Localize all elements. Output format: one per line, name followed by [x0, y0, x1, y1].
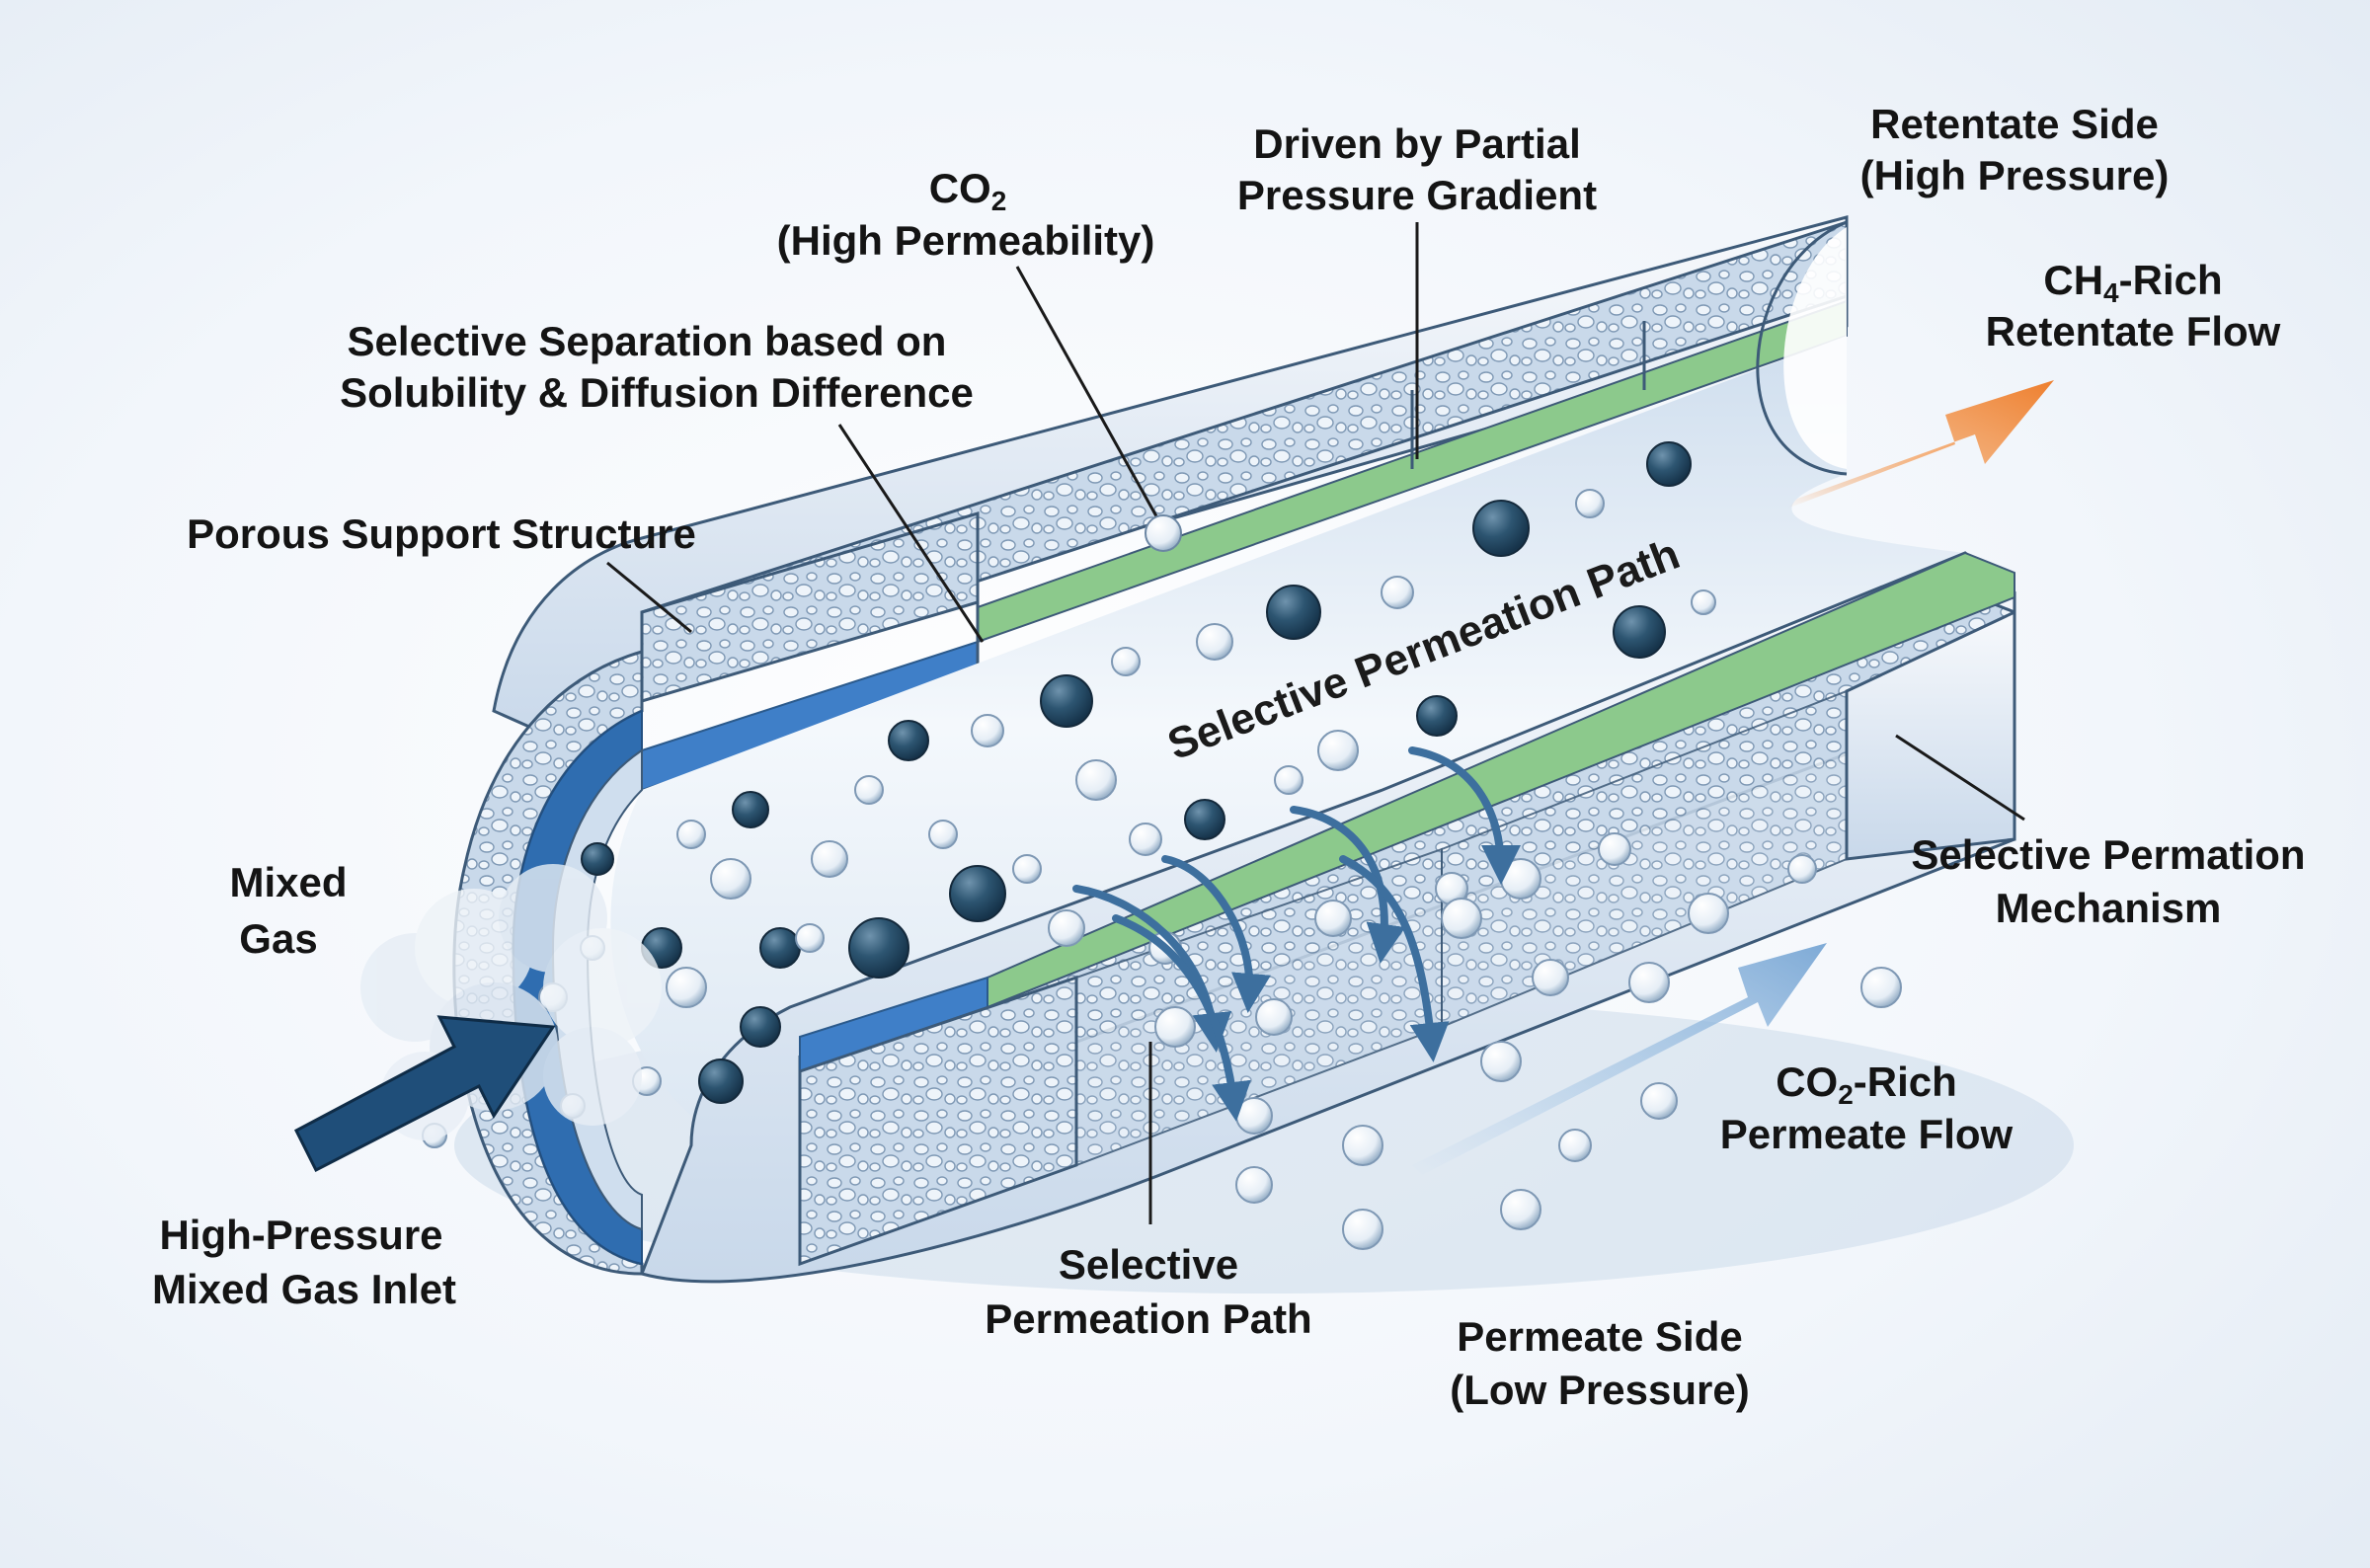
co2-molecule	[1196, 623, 1233, 661]
ch4-molecule	[698, 1058, 744, 1104]
co2-molecule-callout	[1145, 514, 1182, 552]
leader-lines	[606, 222, 2025, 1224]
ch4-molecule	[581, 842, 614, 876]
ch4-molecule	[1040, 674, 1093, 728]
co2-molecule	[928, 820, 958, 849]
co2-molecule	[1235, 1097, 1273, 1135]
co2-label: CO2	[929, 165, 1007, 216]
driven-label-2: Pressure Gradient	[1237, 172, 1597, 218]
ch4-molecule	[1646, 441, 1692, 487]
sel-path-1: Selective	[1059, 1241, 1238, 1288]
co2-molecule	[811, 840, 848, 878]
ch4-molecule	[732, 791, 769, 828]
co2-molecule	[1154, 1006, 1196, 1048]
co2-molecule	[1640, 1082, 1678, 1120]
co2-molecule	[1532, 959, 1569, 996]
ch4-molecule	[848, 917, 909, 979]
inlet-label-1: High-Pressure	[159, 1212, 442, 1258]
co2-molecule	[1558, 1129, 1592, 1162]
co2-molecule	[676, 820, 706, 849]
co2-molecule	[1500, 858, 1541, 900]
inlet-arrow	[294, 1015, 556, 1173]
co2-molecule	[1598, 832, 1631, 866]
co2-molecule	[1381, 576, 1414, 609]
tube-bore	[610, 336, 2015, 1116]
ch4-molecule	[1613, 605, 1666, 659]
driven-label-1: Driven by Partial	[1253, 120, 1580, 167]
ch4-label-2: Retentate Flow	[1986, 308, 2281, 354]
permeate-arrow	[1412, 943, 1827, 1175]
permeate-side-2: (Low Pressure)	[1450, 1367, 1749, 1413]
sel-path-2: Permeation Path	[985, 1295, 1311, 1342]
retentate-side-2: (High Pressure)	[1860, 152, 2170, 198]
ch4-molecule	[759, 927, 801, 969]
co2-molecule	[1342, 1209, 1383, 1250]
co2-molecule	[1075, 759, 1117, 801]
mechanism-2: Mechanism	[1996, 885, 2222, 931]
co2-molecule	[1317, 730, 1359, 771]
co2-molecule	[710, 858, 751, 900]
co2-molecule	[1628, 962, 1670, 1003]
co2-desc: (High Permeability)	[777, 217, 1155, 264]
ch4-molecule	[1184, 799, 1225, 840]
ch4-molecule	[1472, 500, 1530, 557]
co2-molecule	[1787, 854, 1817, 884]
co2-molecule	[1012, 854, 1042, 884]
co2-molecule	[854, 775, 884, 805]
co2-molecule	[795, 923, 825, 953]
porous-label: Porous Support Structure	[187, 510, 696, 557]
inlet-label-2: Mixed Gas Inlet	[152, 1266, 456, 1312]
ch4-molecule	[949, 865, 1006, 922]
co2-molecule	[1129, 823, 1162, 856]
ch4-molecule	[1266, 585, 1321, 640]
selective-sep-2: Solubility & Diffusion Difference	[340, 369, 974, 416]
co2-molecule	[1860, 967, 1902, 1008]
co2-rich-label-2: Permeate Flow	[1720, 1111, 2014, 1157]
co2-molecule	[1500, 1189, 1541, 1230]
co2-molecule	[1314, 900, 1352, 937]
co2-molecule	[1255, 998, 1293, 1036]
co2-molecule	[1441, 898, 1482, 939]
gas-molecules	[422, 441, 1902, 1250]
co2-rich-label: CO2-Rich	[1776, 1058, 1957, 1110]
mixed-gas-2: Gas	[239, 915, 317, 962]
co2-molecule	[666, 967, 707, 1008]
permeation-arrows	[1072, 746, 1521, 1122]
ch4-label: CH4-Rich	[2043, 257, 2222, 308]
co2-molecule	[1575, 489, 1605, 518]
co2-molecule	[1274, 765, 1304, 795]
co2-molecule	[1111, 647, 1141, 676]
co2-molecule	[1342, 1125, 1383, 1166]
ch4-molecule	[740, 1006, 781, 1048]
ch4-molecule	[888, 720, 929, 761]
co2-molecule	[1480, 1041, 1522, 1082]
mixed-gas-1: Mixed	[229, 859, 347, 905]
co2-molecule	[1235, 1166, 1273, 1204]
mechanism-1: Selective Permation	[1911, 831, 2305, 878]
co2-molecule	[1048, 909, 1085, 947]
co2-molecule	[971, 714, 1004, 747]
permeate-side-1: Permeate Side	[1457, 1313, 1743, 1360]
retentate-side-1: Retentate Side	[1870, 101, 2159, 147]
membrane-tube	[452, 215, 2016, 1284]
co2-molecule	[1691, 589, 1716, 615]
co2-molecule	[1688, 893, 1729, 934]
labels: CO2 (High Permeability) Driven by Partia…	[152, 101, 2306, 1413]
ch4-molecule	[1416, 695, 1458, 737]
selective-sep-1: Selective Separation based on	[348, 318, 947, 364]
retentate-arrow	[1787, 380, 2054, 509]
